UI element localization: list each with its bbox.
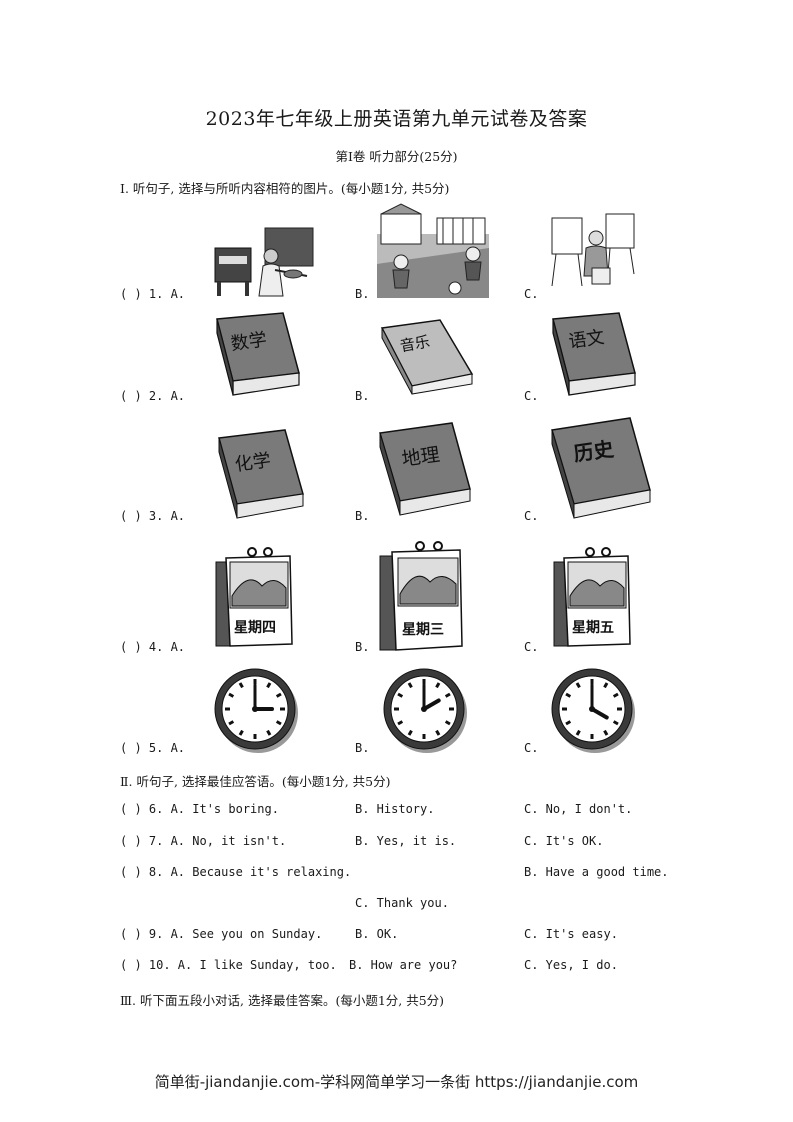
clock-tick — [228, 692, 235, 698]
book-title: 地理 — [400, 444, 441, 471]
clock-tick — [407, 682, 413, 689]
question-9-option-a: ( ) 9. A. See you on Sunday. — [120, 927, 323, 941]
question-10-option-b: B. How are you? — [349, 958, 458, 972]
section3-heading: Ⅲ. 听下面五段小对话, 选择最佳答案。(每小题1分, 共5分) — [120, 993, 445, 1008]
question-2-option-b: B. — [355, 389, 370, 403]
clock-center — [589, 706, 595, 712]
clock-tick — [275, 720, 282, 726]
clock-tick — [397, 692, 404, 698]
question-10-option-a: ( ) 10. A. I like Sunday, too. — [120, 958, 337, 972]
book-title: 化学 — [234, 450, 273, 476]
book-title: 历史 — [572, 437, 616, 466]
clock-tick — [575, 729, 581, 736]
clock-tick — [435, 682, 441, 689]
clock-tick — [603, 682, 609, 689]
question-6-option-c: C. No, I don't. — [524, 802, 633, 816]
chemistry-book-icon: 化学 — [218, 429, 304, 519]
clock-tick — [407, 729, 413, 736]
calendar-thursday-icon: 星期四 — [215, 547, 293, 647]
question-1-option-c: C. — [524, 287, 539, 301]
question-1-prefix: ( ) 1. A. — [120, 287, 186, 301]
page-title: 2023年七年级上册英语第九单元试卷及答案 — [205, 108, 588, 130]
question-7-option-a: ( ) 7. A. No, it isn't. — [120, 834, 287, 848]
clock-tick — [435, 729, 441, 736]
clock-tick — [575, 682, 581, 689]
question-5-prefix: ( ) 5. A. — [120, 741, 186, 755]
chinese-book-icon: 语文 — [552, 312, 636, 396]
question-6-option-b: B. History. — [355, 802, 435, 816]
question-2-prefix: ( ) 2. A. — [120, 389, 186, 403]
history-book-icon: 历史 — [551, 417, 651, 519]
calendar-wednesday-icon: 星期三 — [379, 541, 463, 651]
clock-tick — [397, 720, 404, 726]
clock-four-oclock-icon — [551, 668, 635, 753]
question-6-option-a: ( ) 6. A. It's boring. — [120, 802, 279, 816]
book-title: 语文 — [567, 327, 606, 353]
calendar-day-label: 星期三 — [402, 622, 444, 638]
clock-tick — [612, 720, 619, 726]
clock-tick — [612, 692, 619, 698]
kids-soccer-picture — [377, 203, 489, 298]
question-5-option-b: B. — [355, 741, 370, 755]
question-8-option-a: ( ) 8. A. Because it's relaxing. — [120, 865, 352, 879]
clock-tick — [238, 682, 244, 689]
geography-book-icon: 地理 — [379, 422, 471, 516]
question-9-option-c: C. It's easy. — [524, 927, 618, 941]
clock-tick — [565, 720, 572, 726]
clock-tick — [444, 692, 451, 698]
section2-heading: Ⅱ. 听句子, 选择最佳应答语。(每小题1分, 共5分) — [120, 774, 391, 789]
music-book-icon: 音乐 — [380, 319, 474, 395]
clock-two-oclock-icon — [383, 668, 467, 753]
question-8-option-b: B. Have a good time. — [524, 865, 669, 879]
clock-tick — [266, 682, 272, 689]
question-3-option-c: C. — [524, 509, 539, 523]
clock-center — [421, 706, 427, 712]
clock-center — [252, 706, 258, 712]
clock-tick — [275, 692, 282, 698]
math-book-icon: 数学 — [216, 312, 300, 396]
question-9-option-b: B. OK. — [355, 927, 399, 941]
painter-picture — [551, 213, 635, 287]
question-8-option-c: C. Thank you. — [355, 896, 449, 910]
question-1-option-b: B. — [355, 287, 370, 301]
clock-tick — [266, 729, 272, 736]
clock-tick — [444, 720, 451, 726]
violin-player-picture — [214, 227, 314, 297]
section1-heading: Ⅰ. 听句子, 选择与所听内容相符的图片。(每小题1分, 共5分) — [120, 181, 450, 196]
question-4-prefix: ( ) 4. A. — [120, 640, 186, 654]
question-7-option-c: C. It's OK. — [524, 834, 604, 848]
question-5-option-c: C. — [524, 741, 539, 755]
footer-watermark: 简单街-jiandanjie.com-学科网简单学习一条街 https://ji… — [154, 1073, 639, 1091]
clock-tick — [565, 692, 572, 698]
clock-tick — [238, 729, 244, 736]
question-4-option-b: B. — [355, 640, 370, 654]
question-2-option-c: C. — [524, 389, 539, 403]
clock-tick — [228, 720, 235, 726]
clock-three-oclock-icon — [214, 668, 298, 753]
calendar-day-label: 星期四 — [234, 620, 276, 636]
clock-tick — [603, 729, 609, 736]
question-3-option-b: B. — [355, 509, 370, 523]
section-subtitle: 第Ⅰ卷 听力部分(25分) — [335, 149, 458, 164]
calendar-day-label: 星期五 — [572, 620, 614, 636]
question-7-option-b: B. Yes, it is. — [355, 834, 457, 848]
question-4-option-c: C. — [524, 640, 539, 654]
book-title: 数学 — [230, 329, 269, 355]
question-3-prefix: ( ) 3. A. — [120, 509, 186, 523]
book-title: 音乐 — [399, 332, 432, 355]
calendar-friday-icon: 星期五 — [553, 547, 631, 647]
question-10-option-c: C. Yes, I do. — [524, 958, 618, 972]
